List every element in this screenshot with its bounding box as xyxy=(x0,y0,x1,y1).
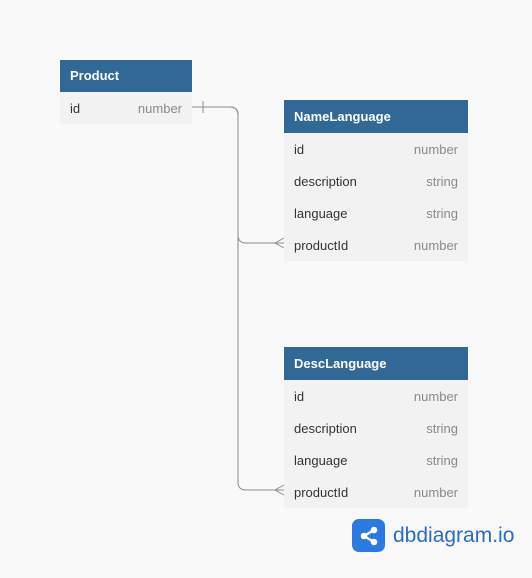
column-name: language xyxy=(294,205,348,221)
many-marker-icon xyxy=(273,484,285,496)
table-column-row[interactable]: language string xyxy=(284,197,468,229)
table-namelanguage[interactable]: NameLanguage id number description strin… xyxy=(284,100,468,261)
column-type: number xyxy=(413,237,458,253)
table-header[interactable]: NameLanguage xyxy=(284,100,468,133)
table-column-row[interactable]: id number xyxy=(60,92,192,124)
brand-name: dbdiagram.io xyxy=(393,523,515,547)
many-marker-icon xyxy=(273,237,285,249)
column-type: number xyxy=(413,484,458,500)
table-header[interactable]: DescLanguage xyxy=(284,347,468,380)
table-column-row[interactable]: description string xyxy=(284,165,468,197)
column-name: language xyxy=(294,452,348,468)
relationship-line-product-namelanguage[interactable] xyxy=(192,106,284,244)
column-name: description xyxy=(294,173,357,189)
column-type: string xyxy=(426,205,458,221)
column-type: number xyxy=(137,100,182,116)
table-column-row[interactable]: id number xyxy=(284,133,468,165)
column-name: id xyxy=(70,100,81,116)
table-column-row[interactable]: description string xyxy=(284,412,468,444)
column-type: string xyxy=(426,452,458,468)
brand-watermark[interactable]: dbdiagram.io xyxy=(352,519,514,552)
table-column-row[interactable]: productId number xyxy=(284,476,468,508)
table-desclanguage[interactable]: DescLanguage id number description strin… xyxy=(284,347,468,508)
column-type: number xyxy=(413,388,458,404)
column-name: productId xyxy=(294,484,349,500)
column-name: id xyxy=(294,141,305,157)
column-name: productId xyxy=(294,237,349,253)
share-nodes-icon xyxy=(352,519,385,552)
table-header[interactable]: Product xyxy=(60,60,192,92)
column-type: number xyxy=(413,141,458,157)
table-column-row[interactable]: language string xyxy=(284,444,468,476)
column-name: description xyxy=(294,420,357,436)
table-column-row[interactable]: productId number xyxy=(284,229,468,261)
table-product[interactable]: Product id number xyxy=(60,60,192,124)
column-type: string xyxy=(426,420,458,436)
table-column-row[interactable]: id number xyxy=(284,380,468,412)
column-name: id xyxy=(294,388,305,404)
column-type: string xyxy=(426,173,458,189)
relationship-line-product-desclanguage[interactable] xyxy=(192,106,284,491)
